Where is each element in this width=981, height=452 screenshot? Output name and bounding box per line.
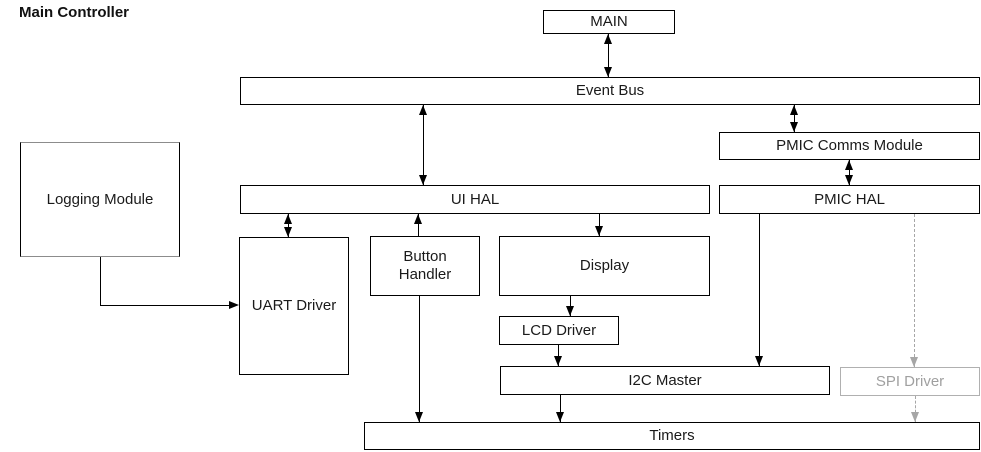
node-event-bus[interactable]: Event Bus — [240, 77, 980, 105]
arrowhead-up-icon — [604, 34, 612, 44]
node-uart-label: UART Driver — [251, 297, 337, 314]
node-pmic-comms-module[interactable]: PMIC Comms Module — [719, 132, 980, 160]
edge-uihal-uart — [288, 214, 289, 237]
edge-i2c-timers — [560, 395, 561, 422]
arrowhead-up-icon — [414, 214, 422, 224]
edge-eventbus-pmiccomms — [794, 105, 795, 132]
edge-pmiccomms-pmichal — [849, 160, 850, 185]
edge-logging-uart-horizontal — [100, 305, 229, 306]
node-pmic-hal-label: PMIC HAL — [814, 190, 885, 208]
edge-pmichal-spi — [914, 214, 915, 367]
arrowhead-down-icon — [845, 175, 853, 185]
arrowhead-down-icon — [556, 412, 564, 422]
arrowhead-up-icon — [419, 105, 427, 115]
node-main-label: MAIN — [590, 13, 628, 30]
arrowhead-down-icon — [595, 226, 603, 236]
edge-eventbus-uihal — [423, 105, 424, 185]
diagram-title: Main Controller — [19, 4, 130, 21]
node-i2c-master[interactable]: I2C Master — [500, 366, 830, 395]
arrowhead-down-icon — [415, 412, 423, 422]
arrowhead-down-icon — [755, 356, 763, 366]
edge-buttonhandler-uihal — [418, 214, 419, 236]
arrowhead-down-icon — [790, 122, 798, 132]
node-button-handler[interactable]: Button Handler — [370, 236, 480, 296]
arrowhead-down-icon — [419, 175, 427, 185]
node-i2c-label: I2C Master — [628, 371, 702, 389]
arrowhead-down-icon — [554, 356, 562, 366]
node-spi-driver[interactable]: SPI Driver — [840, 367, 980, 396]
arrowhead-up-icon — [790, 105, 798, 115]
arrowhead-down-icon — [911, 412, 919, 422]
node-uart-driver[interactable]: UART Driver — [239, 237, 349, 375]
arrowhead-down-icon — [566, 306, 574, 316]
edge-main-eventbus — [608, 34, 609, 77]
node-logging-label: Logging Module — [46, 190, 154, 208]
node-ui-hal[interactable]: UI HAL — [240, 185, 710, 214]
node-lcd-driver[interactable]: LCD Driver — [499, 316, 619, 345]
arrowhead-down-icon — [604, 67, 612, 77]
node-timers[interactable]: Timers — [364, 422, 980, 450]
node-event-bus-label: Event Bus — [575, 82, 645, 99]
node-spi-label: SPI Driver — [875, 372, 945, 390]
edge-lcd-i2c — [558, 345, 559, 366]
node-main[interactable]: MAIN — [543, 10, 675, 34]
arrowhead-right-icon — [229, 301, 239, 309]
node-display-label: Display — [579, 257, 630, 274]
node-lcd-label: LCD Driver — [521, 321, 597, 339]
arrowhead-down-icon — [284, 227, 292, 237]
node-timers-label: Timers — [649, 427, 695, 444]
edge-logging-uart-vertical — [100, 257, 101, 305]
node-logging-module[interactable]: Logging Module — [20, 142, 180, 257]
arrowhead-up-icon — [845, 160, 853, 170]
node-pmic-comms-label: PMIC Comms Module — [776, 137, 923, 154]
node-button-handler-label: Button Handler — [398, 248, 452, 283]
node-display[interactable]: Display — [499, 236, 710, 296]
edge-spi-timers — [915, 396, 916, 422]
node-pmic-hal[interactable]: PMIC HAL — [719, 185, 980, 214]
edge-uihal-display — [599, 214, 600, 236]
node-ui-hal-label: UI HAL — [450, 190, 500, 208]
edge-buttonhandler-timers — [419, 296, 420, 422]
arrowhead-up-icon — [284, 214, 292, 224]
edge-pmichal-i2c — [759, 214, 760, 366]
arrowhead-down-icon — [910, 357, 918, 367]
